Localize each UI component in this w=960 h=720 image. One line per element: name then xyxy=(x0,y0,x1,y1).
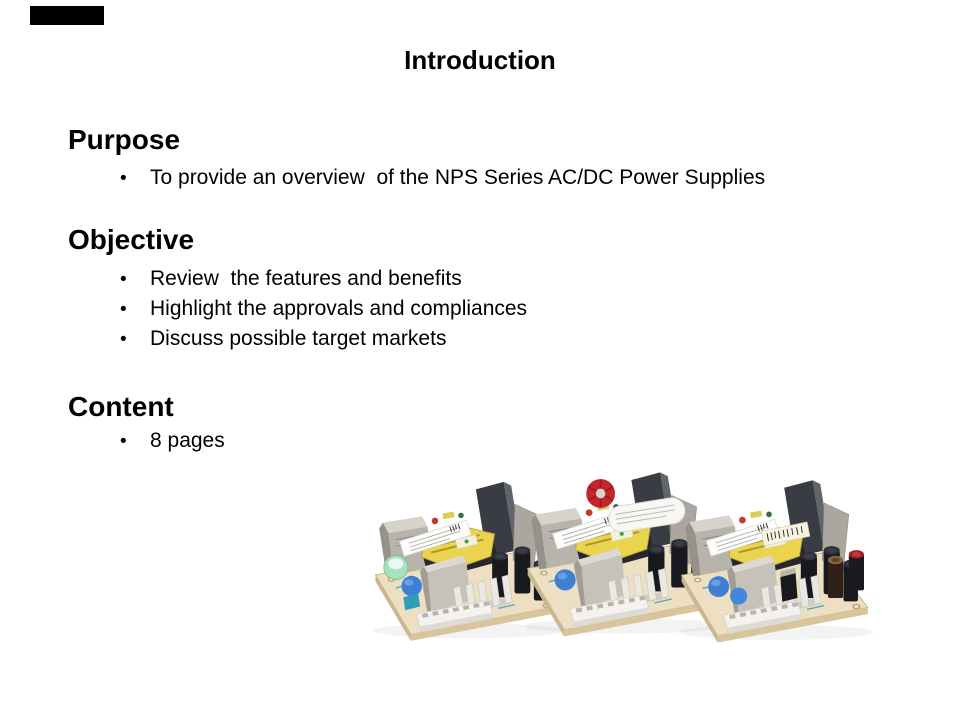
bullet-item: Review the features and benefits xyxy=(120,266,462,292)
corner-marker xyxy=(30,6,104,25)
bullet-icon xyxy=(120,428,150,454)
bullet-icon xyxy=(120,296,150,322)
bullet-text: Review the features and benefits xyxy=(150,267,462,290)
power-supplies-illustration xyxy=(372,471,875,644)
bullet-icon xyxy=(120,266,150,292)
bullet-text: Discuss possible target markets xyxy=(150,327,447,350)
bullet-item: 8 pages xyxy=(120,428,225,454)
power-supplies-photo xyxy=(366,455,911,655)
psu-board-1 xyxy=(372,480,565,642)
psu-board-3 xyxy=(678,479,875,644)
bullet-text: To provide an overview of the NPS Series… xyxy=(150,166,766,189)
bullet-icon xyxy=(120,165,150,191)
bullet-item: Discuss possible target markets xyxy=(120,326,446,352)
bullet-text: Highlight the approvals and compliances xyxy=(150,297,528,320)
bullet-item: Highlight the approvals and compliances xyxy=(120,296,527,322)
bullet-item: To provide an overview of the NPS Series… xyxy=(120,165,765,191)
slide-title: Introduction xyxy=(404,45,556,75)
section-heading-purpose: Purpose xyxy=(68,124,181,155)
bullet-text: 8 pages xyxy=(150,429,225,452)
bullet-icon xyxy=(120,326,150,352)
section-heading-content: Content xyxy=(68,391,174,422)
section-heading-objective: Objective xyxy=(68,224,195,255)
